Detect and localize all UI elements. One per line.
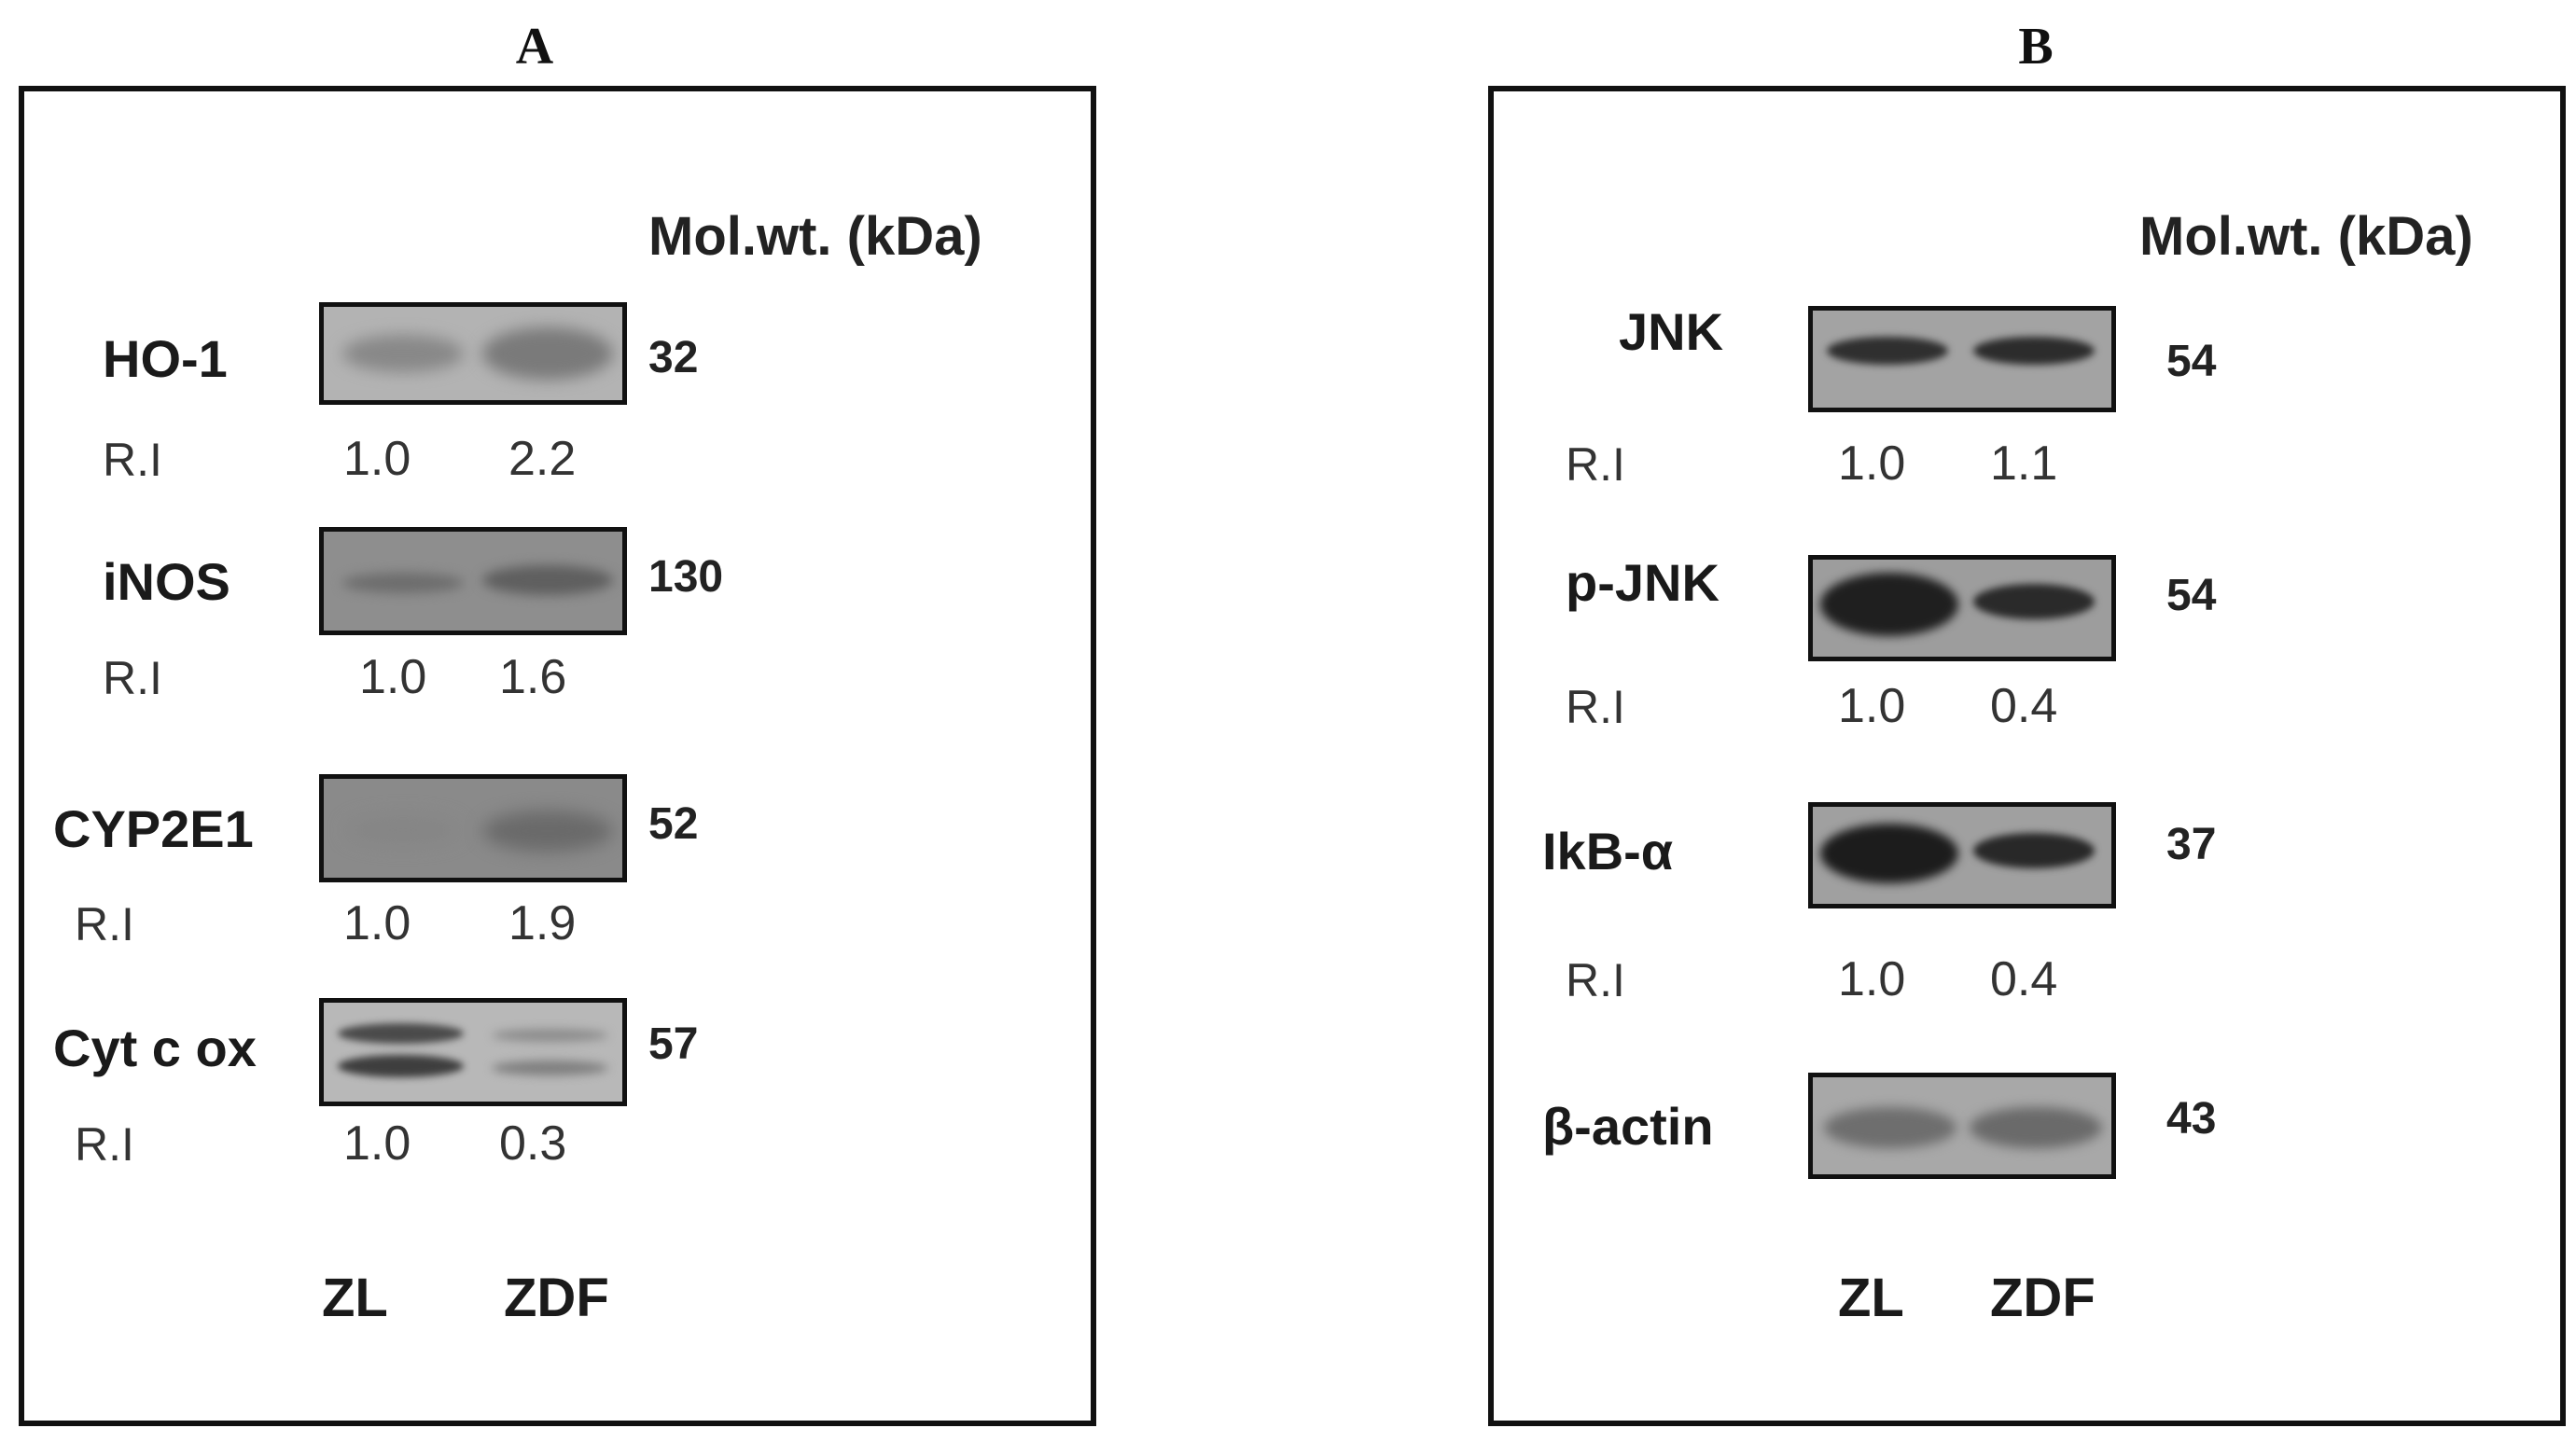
panel-b-kda-label: 54: [2166, 337, 2217, 386]
panel-b-blot-p-jnk: [1808, 555, 2116, 661]
panel-a-lane-label: ZL: [322, 1268, 388, 1328]
band-zdf: [1973, 337, 2095, 365]
panel-a-ri-label: R.I: [75, 1118, 134, 1171]
panel-a-kda-label: 130: [648, 552, 724, 602]
panel-a-ri-value: 1.0: [343, 432, 411, 486]
band-zdf: [482, 811, 613, 852]
panel-b-mol-wt-header: Mol.wt. (kDa): [2139, 206, 2473, 267]
band-zl: [342, 573, 464, 593]
panel-a-protein-label: Cyt c ox: [53, 1019, 257, 1077]
panel-b-protein-label: JNK: [1619, 302, 1724, 361]
band-zl-lower: [338, 1055, 464, 1077]
panel-b-lane-label: ZL: [1838, 1268, 1904, 1328]
panel-a-ri-value: 0.3: [499, 1116, 567, 1171]
panel-b-protein-label: p-JNK: [1566, 553, 1720, 612]
panel-b-letter: B: [2018, 18, 2054, 76]
panel-a-mol-wt-header: Mol.wt. (kDa): [648, 206, 982, 267]
panel-a-ri-label: R.I: [103, 652, 162, 704]
panel-b-protein-label: β-actin: [1542, 1097, 1714, 1156]
panel-b-lane-label: ZDF: [1990, 1268, 2096, 1328]
panel-b-blot-ikb-alpha: [1808, 802, 2116, 908]
panel-a-frame: [19, 86, 1096, 1426]
panel-a-ri-value: 1.9: [508, 896, 577, 950]
panel-b-protein-label: IkB-α: [1542, 822, 1674, 880]
panel-a-letter: A: [515, 18, 554, 76]
panel-b-ri-label: R.I: [1566, 681, 1625, 733]
panel-a-ri-value: 1.0: [343, 1116, 411, 1171]
panel-a-lane-label: ZDF: [504, 1268, 609, 1328]
band-zl: [1824, 1107, 1956, 1148]
panel-a-kda-label: 52: [648, 799, 699, 849]
panel-b-ri-value: 1.1: [1990, 437, 2058, 491]
panel-a-blot-cyt-c-ox: [319, 998, 627, 1106]
panel-a-blot-inos: [319, 527, 627, 635]
panel-b-kda-label: 37: [2166, 820, 2217, 869]
band-zdf: [1970, 1107, 2102, 1148]
band-zdf-lower: [492, 1061, 608, 1075]
panel-b-blot-jnk: [1808, 306, 2116, 412]
panel-b-ri-value: 0.4: [1990, 679, 2058, 733]
band-zdf: [1973, 584, 2095, 619]
panel-a-kda-label: 57: [648, 1019, 699, 1069]
panel-a-ri-value: 2.2: [508, 432, 577, 486]
panel-b-ri-label: R.I: [1566, 438, 1625, 491]
panel-a-protein-label: HO-1: [103, 329, 228, 388]
band-zdf: [1973, 833, 2095, 868]
panel-a-blot-cyp2e1: [319, 774, 627, 882]
panel-b-frame: [1488, 86, 2566, 1426]
band-zl-upper: [338, 1023, 464, 1044]
panel-b-ri-value: 1.0: [1838, 952, 1906, 1006]
panel-b-ri-value: 0.4: [1990, 952, 2058, 1006]
panel-a-kda-label: 32: [648, 333, 699, 382]
band-zl: [1820, 573, 1958, 636]
panel-b-kda-label: 43: [2166, 1094, 2217, 1144]
panel-b-ri-value: 1.0: [1838, 679, 1906, 733]
panel-a-protein-label: CYP2E1: [53, 799, 254, 858]
panel-a-protein-label: iNOS: [103, 552, 230, 611]
panel-b-ri-label: R.I: [1566, 954, 1625, 1006]
band-zl: [342, 335, 464, 372]
band-zl: [1827, 337, 1948, 365]
band-zdf: [482, 565, 613, 595]
band-zdf-upper: [492, 1029, 608, 1042]
panel-a-ri-label: R.I: [75, 898, 134, 950]
panel-a-ri-value: 1.6: [499, 650, 567, 704]
band-zdf: [482, 327, 613, 380]
panel-b-blot-beta-actin: [1808, 1073, 2116, 1179]
panel-a-ri-value: 1.0: [359, 650, 427, 704]
band-zl: [1820, 824, 1958, 883]
panel-a-blot-ho1: [319, 302, 627, 405]
panel-a-ri-value: 1.0: [343, 896, 411, 950]
panel-b-ri-value: 1.0: [1838, 437, 1906, 491]
panel-b-kda-label: 54: [2166, 571, 2217, 620]
band-zl: [347, 816, 459, 844]
panel-a-ri-label: R.I: [103, 434, 162, 486]
